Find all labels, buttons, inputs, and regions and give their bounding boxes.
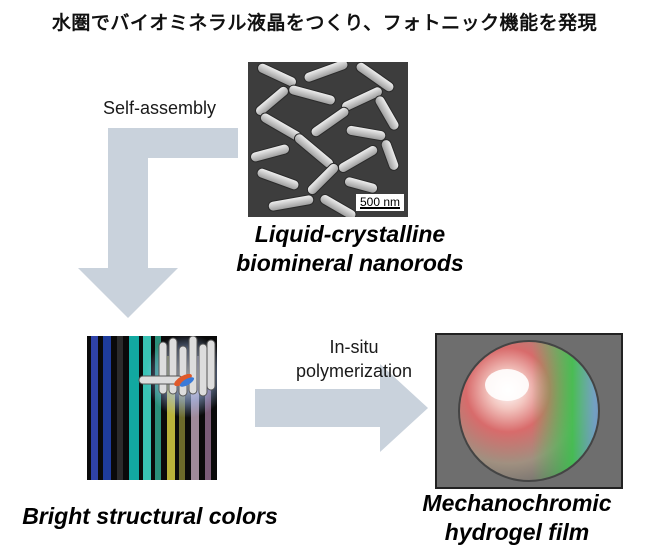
in-situ-label: In-situ — [329, 337, 379, 357]
polymerization-arrow — [255, 364, 428, 452]
self-assembly-arrow — [78, 128, 238, 318]
nanorods-caption-line1: Liquid-crystalline — [254, 221, 446, 247]
nanorod-texture — [248, 62, 408, 217]
scale-bar-line — [359, 207, 400, 209]
sem-image-nanorods: 500 nm — [248, 62, 408, 217]
structural-colors-caption: Bright structural colors — [22, 503, 278, 529]
structural-colors-image — [87, 336, 217, 480]
scale-bar: 500 nm — [355, 194, 404, 211]
nanorods-caption: Liquid-crystalline biomineral nanorods — [200, 220, 500, 278]
scale-bar-label: 500 nm — [359, 195, 400, 209]
nanorods-caption-line2: biomineral nanorods — [236, 250, 464, 276]
polymerization-label: polymerization — [295, 361, 413, 381]
color-stripes — [87, 336, 217, 480]
hydrogel-film-caption-line1: Mechanochromic — [422, 490, 612, 516]
hydrogel-film-caption-line2: hydrogel film — [444, 519, 590, 545]
hydrogel-film-caption: Mechanochromic hydrogel film — [385, 489, 649, 547]
hydrogel-film-image — [435, 333, 623, 489]
page-title: 水圏でバイオミネラル液晶をつくり、フォトニック機能を発現 — [51, 12, 598, 34]
self-assembly-label: Self-assembly — [103, 98, 217, 118]
film-disc — [437, 335, 621, 487]
